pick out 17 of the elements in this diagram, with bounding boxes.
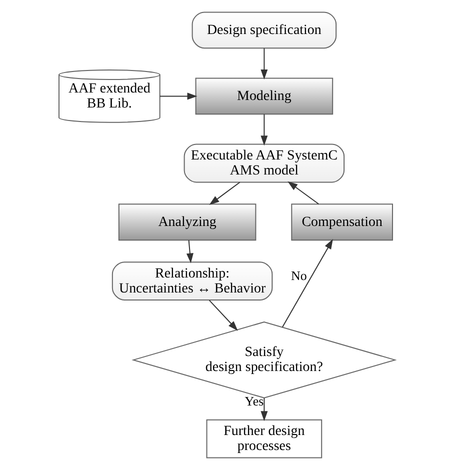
node-box: Executable AAF SystemC AMS model xyxy=(183,144,344,183)
node-box: Compensation xyxy=(290,204,392,241)
node-box: Modeling xyxy=(194,78,333,115)
arrow xyxy=(260,48,268,80)
arrow xyxy=(208,182,240,205)
arrow xyxy=(287,181,319,205)
node-box: Design specification xyxy=(191,12,336,49)
arrow xyxy=(260,114,268,146)
arrow xyxy=(186,240,193,264)
node-box: Relationship: Uncertainties ↔ Behavior xyxy=(111,262,272,301)
arrow xyxy=(208,300,238,331)
node-box: Analyzing xyxy=(118,204,256,241)
arrow xyxy=(158,92,197,100)
arrow xyxy=(260,398,268,422)
edge-label: No xyxy=(290,268,306,283)
node-box: Further design processes xyxy=(206,419,322,458)
arrow xyxy=(281,239,332,328)
